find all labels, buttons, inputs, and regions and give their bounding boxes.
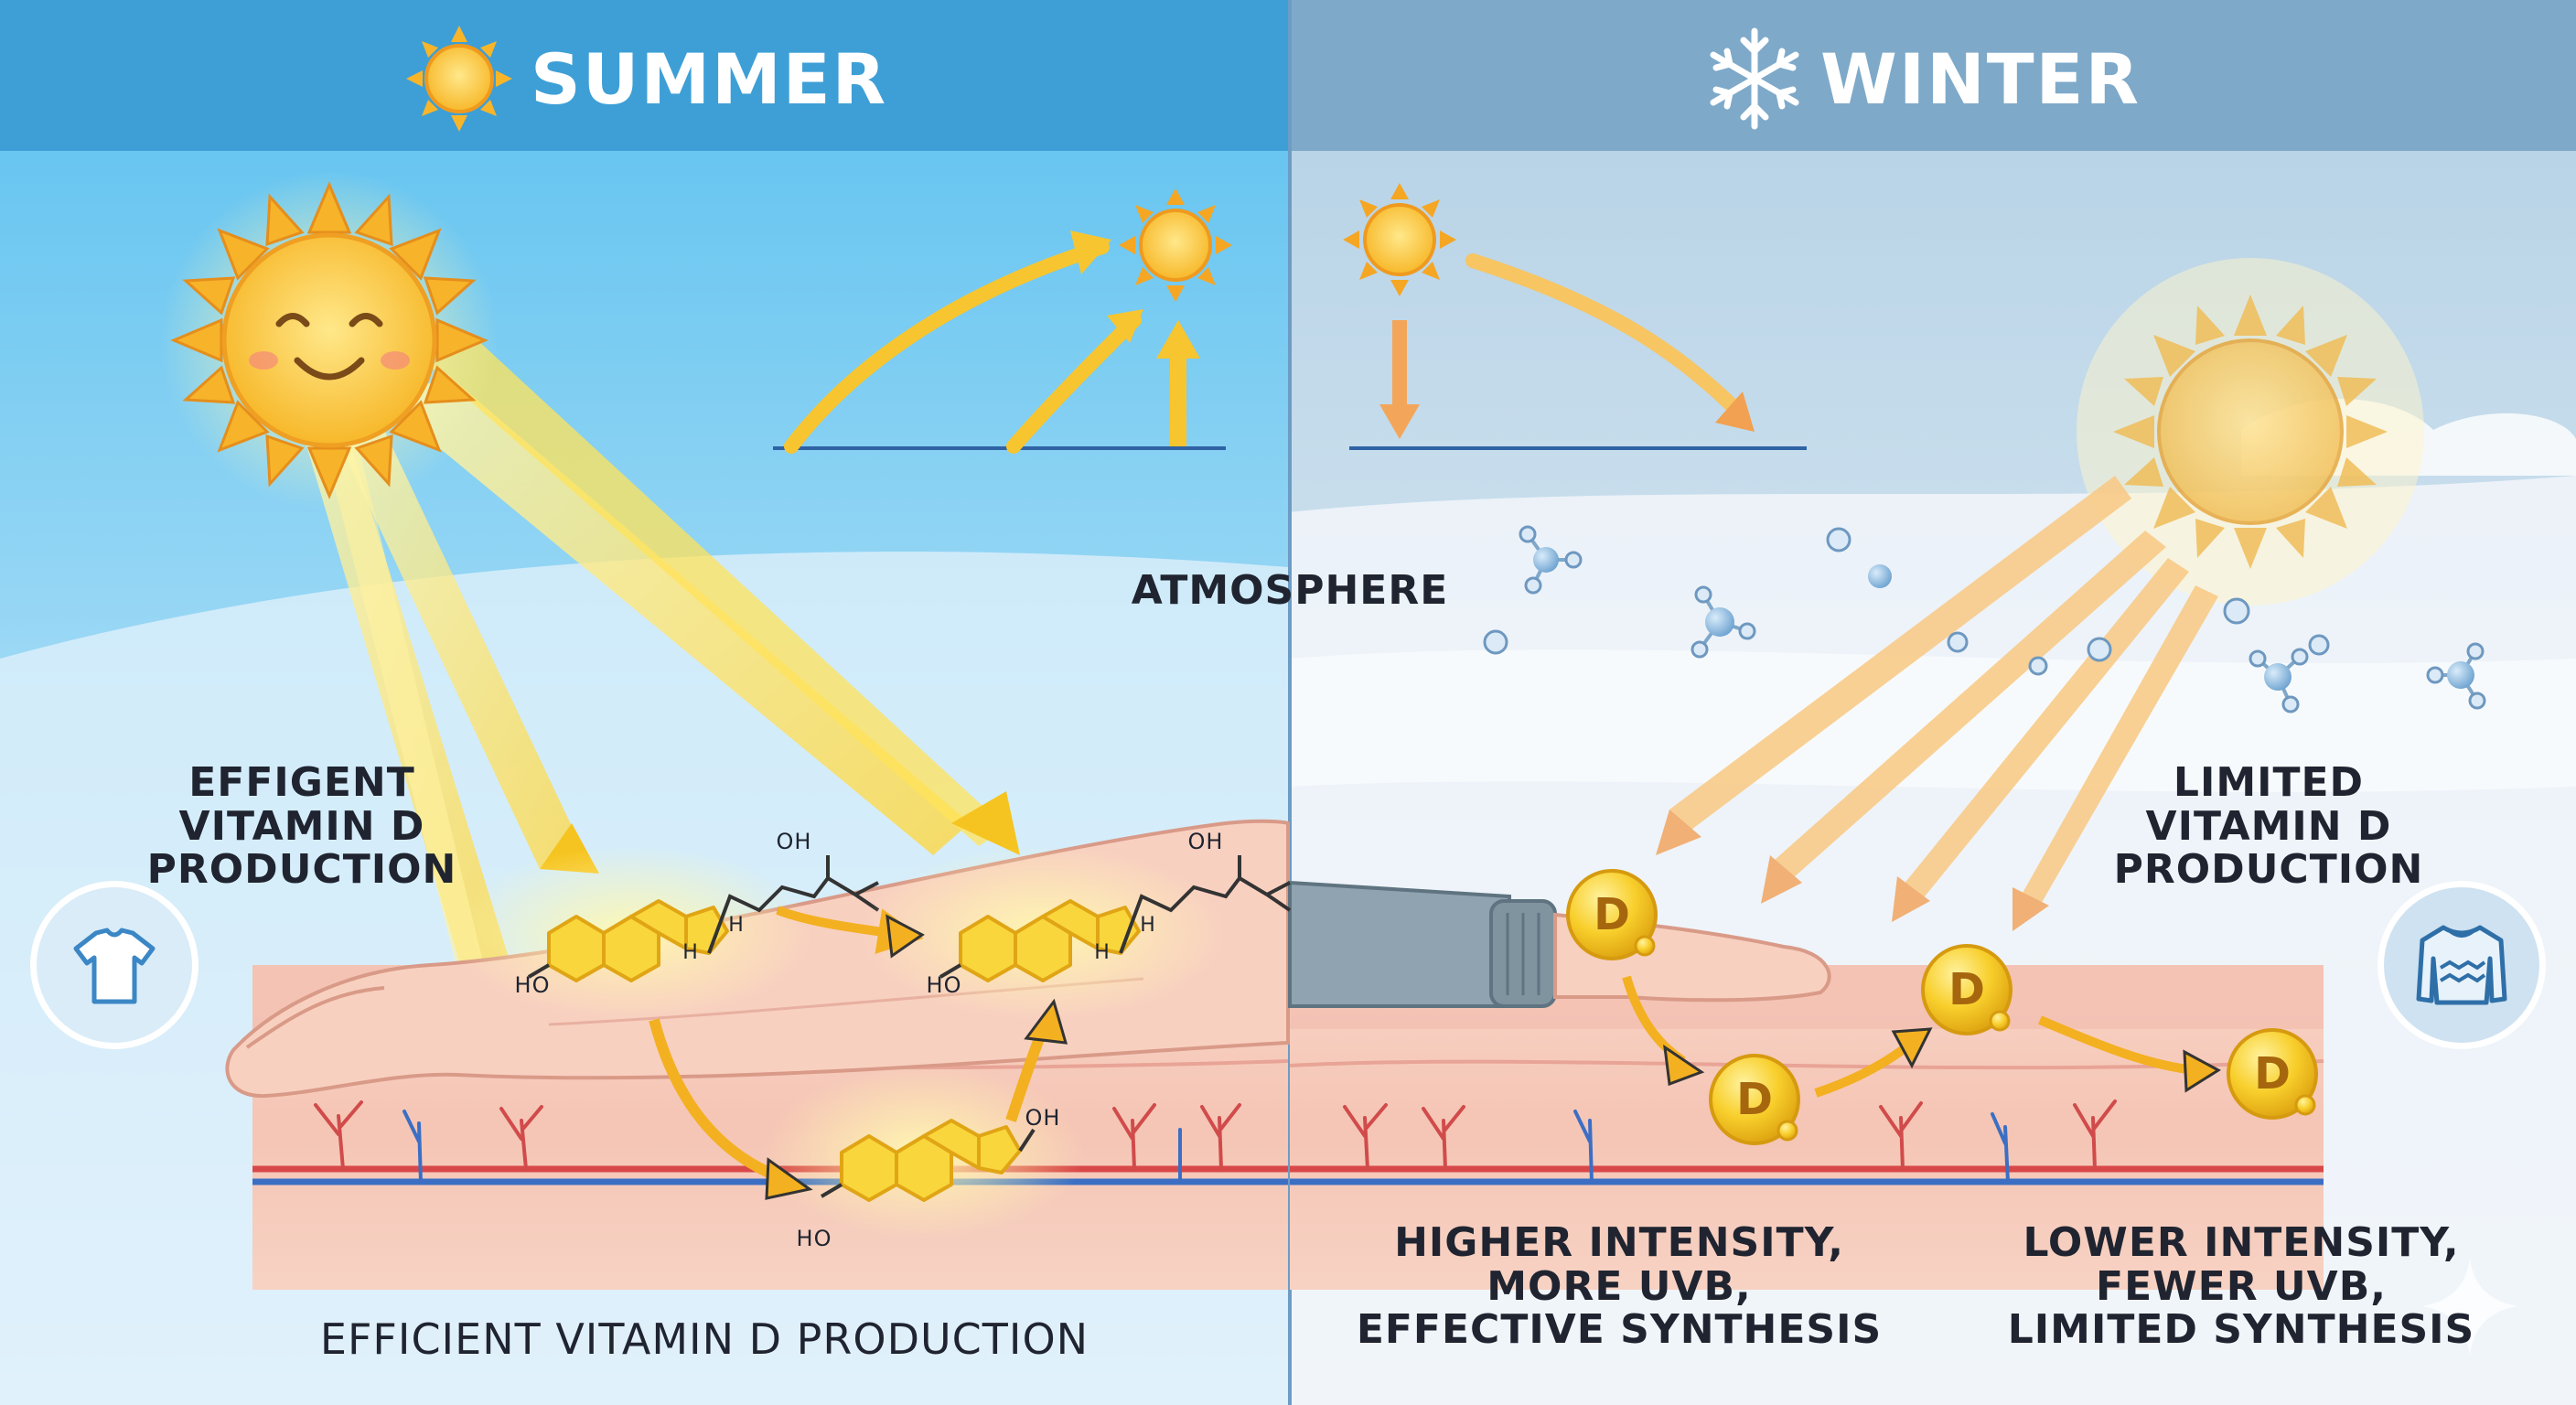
summer-bottom-label: EFFICIENT VITAMIN D PRODUCTION <box>319 1314 1089 1364</box>
molecule-h-label: H <box>682 941 699 964</box>
winter-sun-icon <box>2077 258 2424 606</box>
molecule-oh-label: OH <box>1187 829 1224 854</box>
summer-uv-rays <box>302 338 1020 970</box>
winter-side-label: LIMITED VITAMIN D PRODUCTION <box>2113 759 2424 894</box>
vitamin-d-letter: D <box>2254 1048 2291 1099</box>
atmosphere-label: ATMOSPHERE <box>1131 567 1449 614</box>
molecule-oh-label: OH <box>776 829 812 854</box>
sweater-glyph <box>2416 925 2507 1005</box>
winter-uv-rays <box>1656 476 2218 931</box>
vitamin-d-letter: D <box>1736 1074 1773 1125</box>
vitamin-d-molecule <box>764 1066 1084 1239</box>
air-molecules <box>1483 525 2486 713</box>
flow-arrow <box>2038 1015 2196 1075</box>
smiling-sun-icon <box>160 171 499 509</box>
molecule-ho-label: HO <box>796 1226 832 1251</box>
vitamin-d-letter: D <box>1948 964 1985 1015</box>
winter-skin-section <box>1289 965 2324 1290</box>
summer-side-label: EFFIGENT VITAMIN D PRODUCTION <box>146 759 457 894</box>
sun-icon <box>406 26 512 132</box>
reaction-arrow <box>649 1018 789 1185</box>
winter-sun-angle-diagram <box>1343 183 1807 450</box>
molecule-h-label: H <box>1140 914 1156 937</box>
molecule-oh-label: OH <box>1025 1105 1061 1131</box>
vitamin-d-badge: D <box>1564 867 1659 962</box>
lower-intensity-label: LOWER INTENSITY, FEWER UVB, LIMITED SYNT… <box>2007 1219 2475 1354</box>
tshirt-glyph <box>73 928 156 1004</box>
small-winter-sun-icon <box>1343 183 1456 296</box>
summer-title: SUMMER <box>531 38 888 120</box>
winter-vitamin-d-flow <box>1622 975 2221 1098</box>
small-sun-icon <box>1119 188 1232 302</box>
tshirt-icon <box>37 887 192 1043</box>
molecule-ho-label: HO <box>926 972 962 998</box>
molecule-h-label: H <box>728 914 745 937</box>
vitamin-d-letter: D <box>1594 889 1630 940</box>
vitamin-d-badge: D <box>2225 1026 2320 1121</box>
winter-header-bar <box>1288 0 2576 151</box>
summer-header-bar <box>0 0 1288 151</box>
previtamin-d-molecule <box>860 846 1292 1020</box>
reaction-arrow <box>776 906 902 939</box>
snowflake-icon <box>1710 27 1799 130</box>
sweater-icon <box>2384 887 2539 1043</box>
higher-intensity-label: HIGHER INTENSITY, MORE UVB, EFFECTIVE SY… <box>1356 1219 1883 1354</box>
vitamin-d-badge: D <box>1707 1052 1802 1147</box>
ray-arrowhead <box>951 791 1020 855</box>
summer-molecules <box>448 846 1292 1239</box>
provitamin-d-molecule <box>448 846 880 1020</box>
sparkle-icon <box>2422 1258 2517 1356</box>
winter-title: WINTER <box>1820 38 2141 120</box>
vitamin-d-badge: D <box>1919 942 2014 1037</box>
molecule-h-label: H <box>1094 941 1111 964</box>
molecule-ho-label: HO <box>514 972 551 998</box>
summer-sun-angle-diagram <box>773 188 1232 454</box>
